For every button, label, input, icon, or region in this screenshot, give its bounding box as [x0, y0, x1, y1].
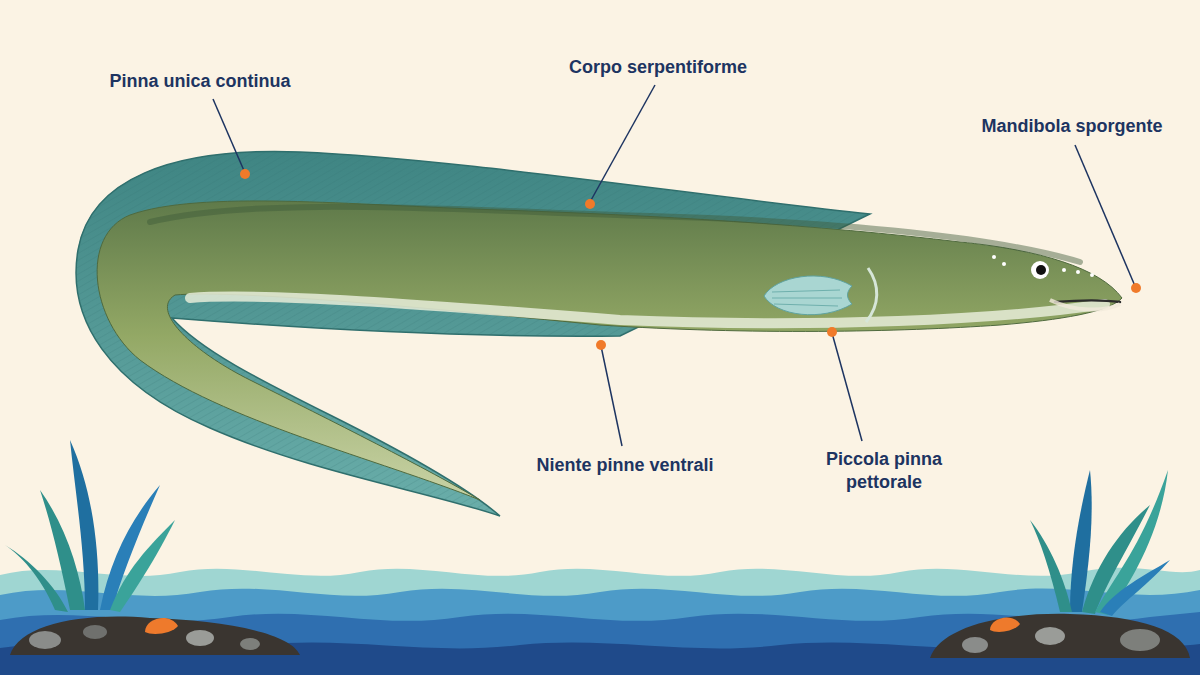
water-waves: [0, 568, 1200, 675]
callout-dots: [240, 169, 1141, 350]
part-label: Corpo serpentiforme: [569, 56, 747, 79]
part-label: Pinna unica continua: [109, 70, 290, 93]
part-label: Piccola pinna pettorale: [799, 448, 969, 493]
leader-lines: [213, 85, 1135, 446]
right-seabed: [930, 470, 1190, 658]
part-label: Niente pinne ventrali: [536, 454, 713, 477]
eel-figure: [76, 152, 1122, 516]
left-seabed: [5, 440, 300, 655]
part-label: Mandibola sporgente: [981, 115, 1162, 138]
